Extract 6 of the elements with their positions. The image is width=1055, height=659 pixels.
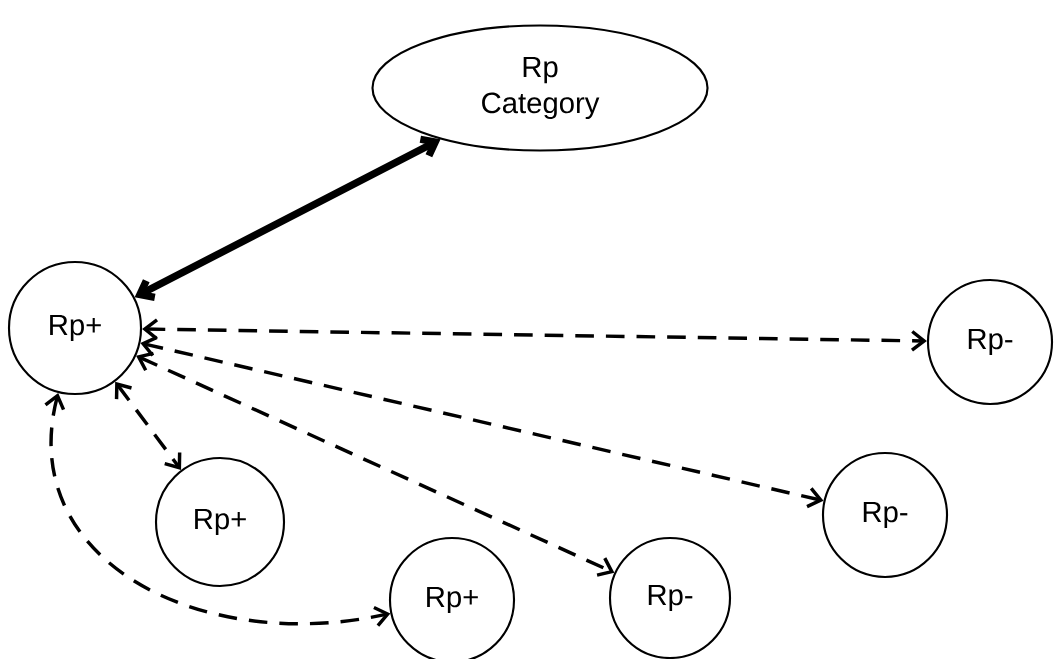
arrow <box>114 381 182 470</box>
arrow <box>140 335 824 509</box>
arrow <box>142 318 927 352</box>
arrow <box>44 392 391 627</box>
arrow <box>134 135 441 301</box>
arrow <box>136 351 615 577</box>
